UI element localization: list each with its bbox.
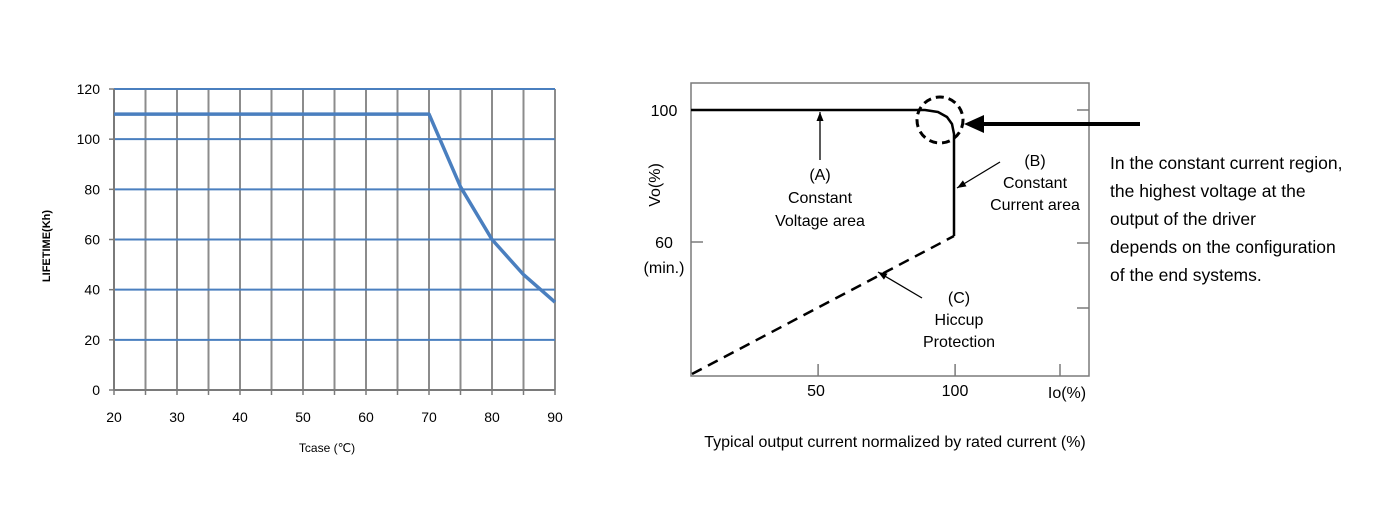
annotation-b-text: (B) xyxy=(1024,153,1045,170)
note-line: depends on the configuration xyxy=(1110,237,1336,257)
output-chart-y-tick-labels: 100 60 xyxy=(651,103,678,252)
y-tick-label: 120 xyxy=(77,81,101,97)
annotation-c-text: (C) xyxy=(948,290,970,307)
hiccup-protection-curve xyxy=(691,234,955,376)
pointer-a-head xyxy=(816,112,824,121)
x-tick-label: 90 xyxy=(547,409,563,425)
y-tick-label: 100 xyxy=(651,103,678,120)
y-tick-label: 100 xyxy=(77,131,101,147)
y-tick-label: 60 xyxy=(84,232,100,248)
output-chart-y-min-label: (min.) xyxy=(644,260,685,277)
x-tick-label: 30 xyxy=(169,409,185,425)
constant-current-note: In the constant current region, the highe… xyxy=(1110,153,1343,285)
lifetime-chart: 20 30 40 50 60 70 80 90 0 20 40 60 80 100 120 Tcase (… xyxy=(41,81,563,455)
pointer-c-head xyxy=(878,272,888,280)
note-line: output of the driver xyxy=(1110,209,1256,229)
x-tick-label: 70 xyxy=(421,409,437,425)
lifetime-curve xyxy=(114,112,557,304)
y-tick-label: 60 xyxy=(655,235,673,252)
output-chart-x-axis-title: Io(%) xyxy=(1048,385,1086,402)
x-tick-label: 50 xyxy=(807,383,825,400)
y-tick-label: 0 xyxy=(92,382,100,398)
lifetime-chart-y-tick-labels: 0 20 40 60 80 100 120 xyxy=(77,81,101,398)
note-line: the highest voltage at the xyxy=(1110,181,1306,201)
output-chart-x-tick-labels: 50 100 xyxy=(807,383,968,400)
annotation-a-text: Constant xyxy=(788,190,853,207)
output-characteristic-chart: 50 100 100 60 (min.) Vo(%) Io(%) Typical o… xyxy=(644,82,1343,451)
x-tick-label: 80 xyxy=(484,409,500,425)
highlight-circle xyxy=(915,95,965,145)
lifetime-chart-horizontal-grid xyxy=(114,88,555,341)
x-tick-label: 100 xyxy=(942,383,969,400)
x-tick-label: 50 xyxy=(295,409,311,425)
annotation-a-text: Voltage area xyxy=(775,213,865,230)
annotation-b-text: Current area xyxy=(990,197,1080,214)
lifetime-chart-x-axis-title: Tcase (℃) xyxy=(299,441,355,455)
note-line: In the constant current region, xyxy=(1110,153,1343,173)
y-tick-label: 20 xyxy=(84,332,100,348)
lifetime-chart-x-tick-labels: 20 30 40 50 60 70 80 90 xyxy=(106,409,563,425)
x-tick-label: 60 xyxy=(358,409,374,425)
x-tick-label: 40 xyxy=(232,409,248,425)
annotation-a-text: (A) xyxy=(809,167,830,184)
lifetime-chart-tick-marks xyxy=(109,88,556,395)
note-arrow-head xyxy=(964,115,984,133)
y-tick-label: 80 xyxy=(84,181,100,197)
note-line: of the end systems. xyxy=(1110,265,1262,285)
output-chart-frame xyxy=(690,82,1090,377)
x-tick-label: 20 xyxy=(106,409,122,425)
annotation-pointers xyxy=(816,112,1001,299)
constant-voltage-current-curve xyxy=(691,108,956,236)
annotation-b-text: Constant xyxy=(1003,175,1068,192)
note-arrow xyxy=(964,115,1140,133)
output-chart-caption: Typical output current normalized by rat… xyxy=(704,434,1086,451)
y-tick-label: 40 xyxy=(84,282,100,298)
lifetime-chart-y-axis-title: LIFETIME(Kh) xyxy=(41,210,53,282)
output-chart-tick-marks xyxy=(691,109,1089,376)
output-chart-y-axis-title: Vo(%) xyxy=(647,163,664,207)
annotation-c-text: Hiccup xyxy=(935,312,984,329)
pointer-b-head xyxy=(957,180,967,188)
annotation-c-text: Protection xyxy=(923,334,995,351)
